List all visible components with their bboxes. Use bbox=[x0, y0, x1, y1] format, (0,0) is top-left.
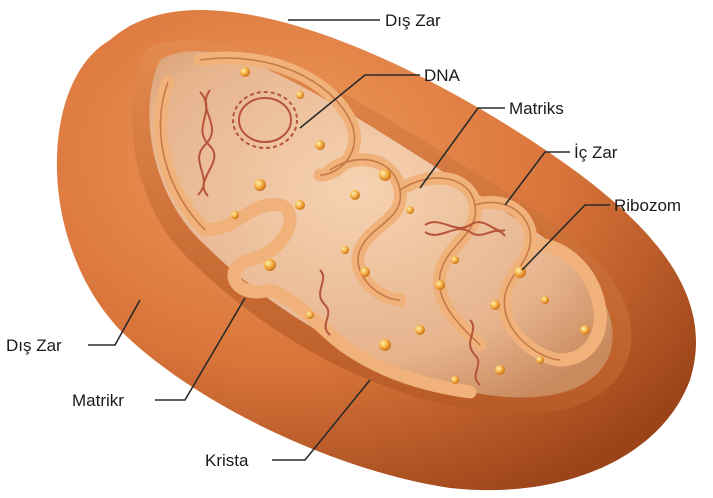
label-matrix-top: Matriks bbox=[509, 99, 564, 118]
label-inner-membrane: İç Zar bbox=[574, 143, 618, 162]
label-ribosome: Ribozom bbox=[614, 196, 681, 215]
label-matrix-left: Matrikr bbox=[72, 391, 124, 410]
label-outer-membrane-top: Dış Zar bbox=[385, 11, 441, 30]
label-crista: Krista bbox=[205, 451, 249, 470]
label-outer-membrane-left: Dış Zar bbox=[6, 336, 62, 355]
label-dna: DNA bbox=[424, 66, 461, 85]
